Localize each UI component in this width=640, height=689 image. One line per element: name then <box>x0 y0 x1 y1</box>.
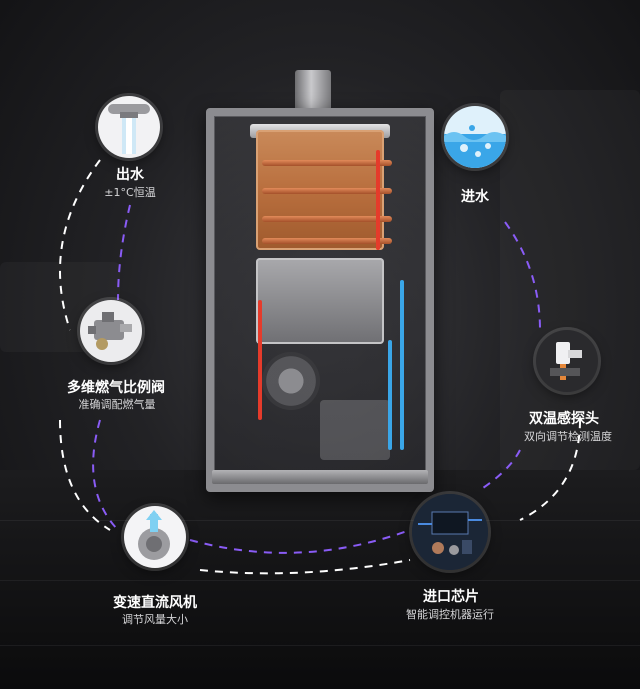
arc-bottom-purple <box>189 529 411 554</box>
gas-valve-subtitle: 准确调配燃气量 <box>78 398 156 411</box>
temp-sensor-title: 双温感探头 <box>529 411 599 427</box>
arc-left-lower <box>92 419 119 531</box>
fan-title: 变速直流风机 <box>113 595 197 611</box>
fan-housing <box>262 352 320 410</box>
hot-water-flow <box>258 300 262 420</box>
water-out-subtitle: ±1°C恒温 <box>104 186 156 199</box>
floor <box>0 470 640 689</box>
flue-chimney <box>295 70 331 112</box>
floor-line <box>0 645 640 646</box>
temperature-sensor-icon <box>536 330 598 392</box>
gas-valve-icon <box>80 300 142 362</box>
cold-water-flow <box>400 280 404 450</box>
cold-water-flow <box>388 340 392 450</box>
faucet-water-icon <box>98 96 160 158</box>
floor-line <box>0 520 640 521</box>
floor-line <box>0 580 640 581</box>
chip-subtitle: 智能调控机器运行 <box>406 608 494 621</box>
water-in-title: 进水 <box>461 189 489 205</box>
copper-coil <box>262 216 392 222</box>
chip-title: 进口芯片 <box>423 589 479 605</box>
arc-left-bottom <box>59 419 111 531</box>
arc-right-outer <box>519 419 581 521</box>
chip-board-icon <box>412 494 488 570</box>
temp-sensor-subtitle: 双向调节检测温度 <box>524 430 612 443</box>
water-splash-icon <box>444 106 506 168</box>
bottom-plate <box>212 470 428 484</box>
arc-left-upper <box>59 159 101 331</box>
hot-water-flow <box>376 150 380 250</box>
copper-coil <box>262 188 392 194</box>
burner-assembly <box>256 258 384 344</box>
arc-bottom <box>199 559 411 575</box>
fan-subtitle: 调节风量大小 <box>122 613 188 626</box>
dc-fan-icon <box>124 506 186 568</box>
water-pipes <box>320 400 390 460</box>
water-out-title: 出水 <box>116 167 144 183</box>
copper-coil <box>262 238 392 244</box>
arc-right-upper <box>504 221 541 331</box>
copper-coil <box>262 160 392 166</box>
arc-right-lower <box>479 449 521 491</box>
gas-valve-title: 多维燃气比例阀 <box>67 380 165 396</box>
arc-left-mid <box>117 204 131 301</box>
